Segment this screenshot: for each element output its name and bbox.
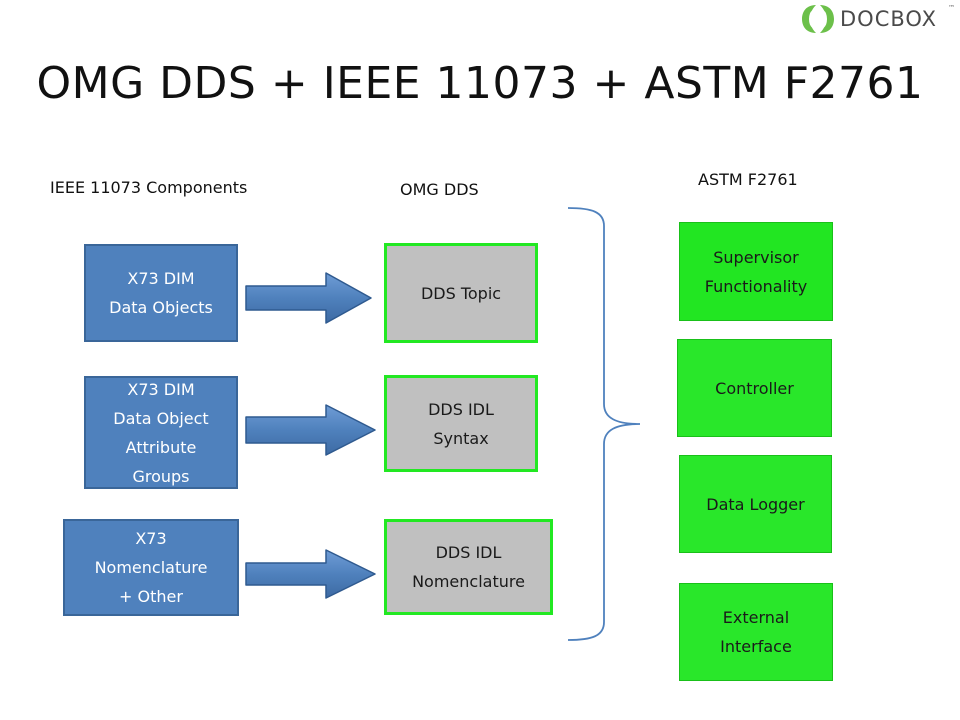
dds-box-idl-syntax: DDS IDL Syntax [384, 375, 538, 472]
dds-box-topic: DDS Topic [384, 243, 538, 343]
astm-box-label: Supervisor Functionality [704, 247, 808, 296]
astm-column-label: ASTM F2761 [698, 170, 798, 189]
astm-box-supervisor: Supervisor Functionality [679, 222, 833, 321]
ieee-column-label: IEEE 11073 Components [50, 178, 248, 197]
dds-box-label: DDS Topic [420, 283, 502, 303]
arrow-3 [245, 549, 376, 599]
astm-box-label: Controller [715, 378, 794, 398]
docbox-logo-icon [802, 5, 834, 33]
ieee-box-dim-data-objects: X73 DIM Data Objects [84, 244, 238, 342]
arrow-2 [245, 404, 376, 456]
dds-box-idl-nomenclature: DDS IDL Nomenclature [384, 519, 553, 615]
ieee-box-label: X73 DIM Data Objects [109, 269, 213, 317]
ieee-box-label: X73 DIM Data Object Attribute Groups [113, 379, 209, 486]
astm-box-label: Data Logger [706, 494, 805, 514]
ieee-box-attribute-groups: X73 DIM Data Object Attribute Groups [84, 376, 238, 489]
docbox-logo: DOCBOX ™ [800, 2, 960, 36]
astm-box-data-logger: Data Logger [679, 455, 832, 553]
grouping-brace [567, 207, 641, 641]
astm-box-controller: Controller [677, 339, 832, 437]
astm-box-label: External Interface [720, 608, 792, 656]
arrow-1 [245, 272, 372, 324]
ieee-box-label: X73 Nomenclature + Other [94, 529, 208, 606]
ieee-box-nomenclature: X73 Nomenclature + Other [63, 519, 239, 616]
omg-column-label: OMG DDS [400, 180, 479, 199]
slide-title: OMG DDS + IEEE 11073 + ASTM F2761 [36, 58, 924, 109]
dds-box-label: DDS IDL Syntax [428, 399, 494, 448]
docbox-logo-text: DOCBOX [840, 7, 937, 31]
dds-box-label: DDS IDL Nomenclature [412, 543, 525, 591]
astm-box-external-interface: External Interface [679, 583, 833, 681]
trademark-mark: ™ [948, 4, 955, 12]
